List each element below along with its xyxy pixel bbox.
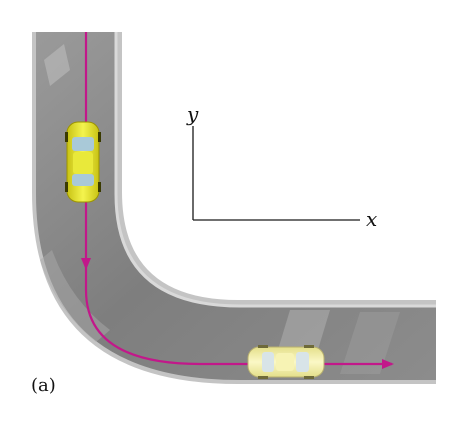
car-end-icon <box>247 345 325 379</box>
car-start-icon <box>65 121 101 203</box>
road-highlight <box>340 312 400 374</box>
road-highlight <box>44 44 70 86</box>
road-surface <box>36 32 436 380</box>
x-axis-label: x <box>366 207 377 231</box>
coordinate-axes: y x <box>186 102 377 231</box>
y-axis-label: y <box>186 102 199 126</box>
road-inner-curb <box>114 32 436 308</box>
panel-label: (a) <box>31 375 56 396</box>
car-path-curve <box>84 268 394 369</box>
